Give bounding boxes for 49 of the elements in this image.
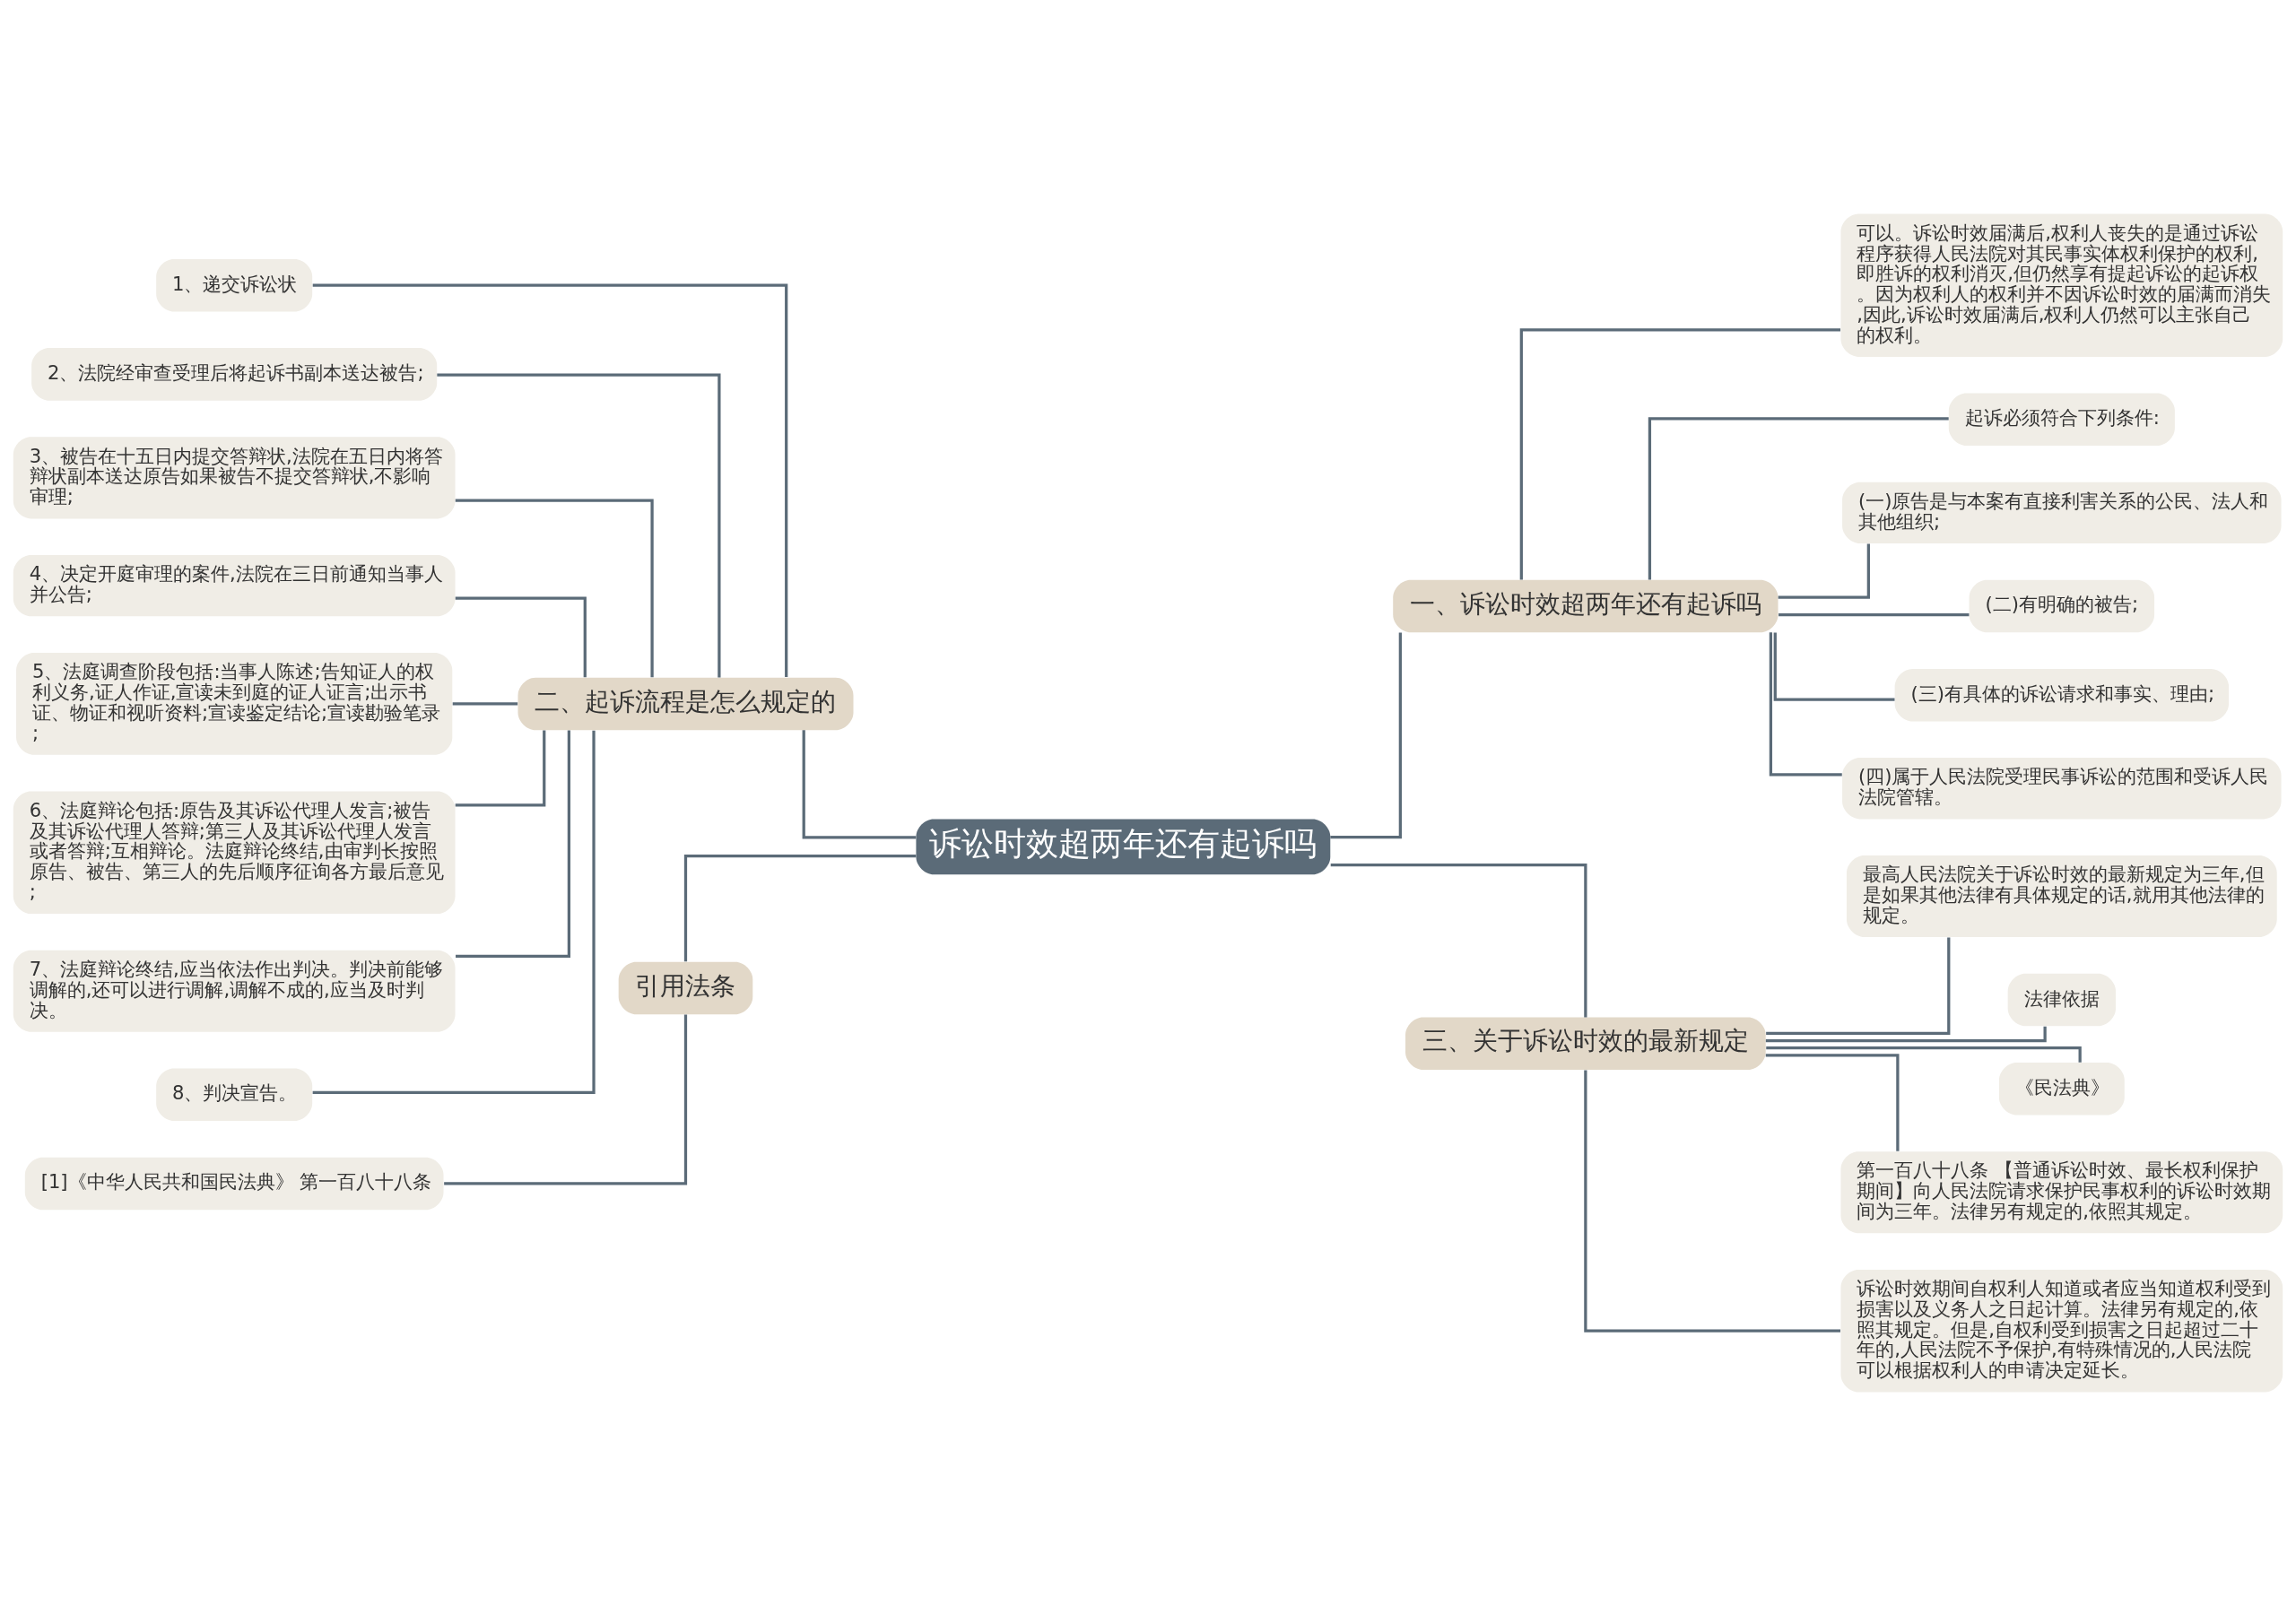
node-box: 6、法庭辩论包括:原告及其诉讼代理人发言;被告及其诉讼代理人答辩;第三人及其诉讼代理人发言或者答辩;互相辩论。法庭辩论终结,由审判长按照原告、被告、第三人的先后顺序征询各方最后意见; [13, 791, 456, 915]
node-box: 2、法院经审查受理后将起诉书副本送达被告; [31, 348, 438, 401]
connector [1330, 864, 1587, 1018]
connector [1330, 632, 1402, 839]
connector [1773, 632, 1895, 701]
node-box: (三)有具体的诉讼请求和事实、理由; [1894, 668, 2230, 722]
node-box: 引用法条 [618, 961, 753, 1015]
node-box: [1]《中华人民共和国民法典》 第一百八十八条 [24, 1157, 444, 1211]
connector [1648, 417, 1949, 580]
node-box: 诉讼时效期间自权利人知道或者应当知道权利受到损害以及义务人之日起计算。法律另有规定的,依照其规定。但是,自权利受到损害之日起超过二十年的,人民法院不予保护,有特殊情况的,人民法院可以根据权利人的申请决定延长。 [1840, 1269, 2283, 1393]
connector [456, 730, 570, 958]
connector [1779, 613, 1970, 617]
node-box: 法律依据 [2007, 973, 2116, 1027]
node-box: 可以。诉讼时效届满后,权利人丧失的是通过诉讼程序获得人民法院对其民事实体权利保护的权利,即胜诉的权利消灭,但仍然享有提起诉讼的起诉权。因为权利人的权利并不因诉讼时效的届满而消失,因此,诉讼时效届满后,权利人仍然可以主张自己的权利。 [1840, 213, 2283, 357]
node-box: 5、法庭调查阶段包括:当事人陈述;告知证人的权利义务,证人作证,宣读未到庭的证人证言;出示书证、物证和视听资料;宣读鉴定结论;宣读勘验笔录; [16, 653, 453, 755]
connector [1765, 1026, 2047, 1043]
node-box: 3、被告在十五日内提交答辩状,法院在五日内将答辩状副本送达原告如果被告不提交答辩状,不影响审理; [13, 437, 456, 519]
node-box: 二、起诉流程是怎么规定的 [517, 677, 854, 731]
node-box: 一、诉讼时效超两年还有起诉吗 [1393, 579, 1779, 633]
connector [1584, 1070, 1840, 1333]
connector [455, 596, 587, 678]
node-box: (四)属于人民法院受理民事诉讼的范围和受诉人民法院管辖。 [1842, 758, 2282, 820]
connector [802, 730, 917, 839]
connector [444, 1014, 688, 1185]
node-box: 8、判决宣告。 [156, 1068, 313, 1121]
node-box: 7、法庭辩论终结,应当依法作出判决。判决前能够调解的,还可以进行调解,调解不成的,应当及时判决。 [13, 950, 456, 1032]
node-box: 最高人民法院关于诉讼时效的最新规定为三年,但是如果其他法律有具体规定的话,就用其他法律的规定。 [1846, 855, 2277, 938]
node-box: (一)原告是与本案有直接利害关系的公民、法人和其他组织; [1842, 482, 2282, 544]
connector [1769, 632, 1842, 777]
connector [1778, 543, 1870, 599]
node-box: 1、递交诉讼状 [156, 258, 313, 312]
connector [437, 373, 721, 678]
node-box: 《民法典》 [1998, 1062, 2125, 1116]
node-box: 三、关于诉讼时效的最新规定 [1405, 1017, 1766, 1071]
connector [452, 702, 518, 706]
connector [455, 730, 546, 807]
node-box: 4、决定开庭审理的案件,法院在三日前通知当事人并公告; [13, 555, 456, 617]
node-box: 起诉必须符合下列条件: [1948, 393, 2175, 447]
connector [1766, 937, 1951, 1036]
connector [1766, 1046, 2082, 1063]
connector [1765, 1054, 1900, 1151]
node-box: 诉讼时效超两年还有起诉吗 [916, 819, 1331, 875]
connector [1519, 328, 1840, 580]
connector [312, 730, 596, 1094]
node-box: 第一百八十八条 【普通诉讼时效、最长权利保护期间】向人民法院请求保护民事权利的诉讼时效期间为三年。法律另有规定的,依照其规定。 [1840, 1151, 2283, 1234]
connector [683, 854, 917, 962]
connector [312, 283, 788, 677]
node-box: (二)有明确的被告; [1969, 579, 2155, 633]
connector [455, 499, 654, 678]
